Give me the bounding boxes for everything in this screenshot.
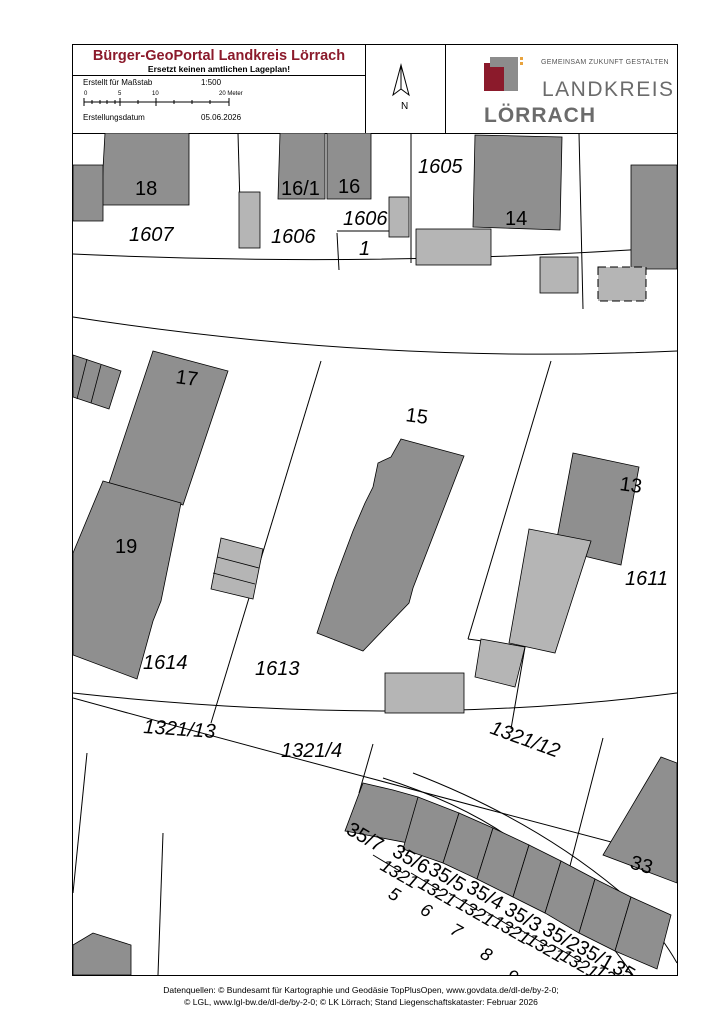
planned-building [597, 266, 647, 302]
logo-panel: GEMEINSAM ZUKUNFT GESTALTEN LANDKREIS LÖ… [446, 45, 677, 133]
shed-divider [90, 364, 102, 404]
fraction-line [448, 892, 480, 912]
landkreis-logo-icon [484, 57, 523, 91]
fraction-line [552, 944, 584, 964]
parcel-label: 1605 [418, 156, 463, 178]
house-number: 33 [628, 852, 655, 879]
scale-bar [83, 98, 230, 106]
date-value: 05.06.2026 [201, 113, 242, 122]
map-canvas: 1607 1606 1606 1 1605 1614 1613 1611 132… [73, 133, 677, 975]
divider [73, 75, 365, 76]
north-arrow-panel: N [365, 45, 446, 133]
north-arrow-icon [392, 63, 410, 97]
scale-value: 1:500 [201, 78, 222, 87]
scale-tick-0: 0 [84, 91, 88, 97]
shed-divider [216, 556, 260, 569]
footer-line-1: Datenquellen: © Bundesamt für Kartograph… [163, 985, 559, 995]
parcel-boundary [510, 646, 526, 730]
fraction-line [518, 928, 550, 948]
map-header: Bürger-GeoPortal Landkreis Lörrach Erset… [73, 45, 677, 134]
parcel-boundary [336, 232, 340, 271]
fraction-line [484, 910, 516, 930]
logo-line-1: LANDKREIS [542, 78, 675, 101]
fraction-line [410, 872, 442, 892]
date-label: Erstellungsdatum [83, 113, 145, 122]
parcel-label: 1611 [625, 568, 668, 590]
parcel-label: 1613 [255, 658, 300, 680]
parcel-boundary [467, 360, 552, 640]
building [602, 756, 677, 884]
shed-divider [212, 572, 256, 585]
house-number: 17 [174, 366, 199, 391]
shed [539, 256, 579, 294]
north-label: N [401, 101, 409, 112]
cadastral-map: 1607 1606 1606 1 1605 1614 1613 1611 132… [73, 133, 677, 975]
shed [384, 672, 465, 714]
shed [415, 228, 492, 266]
building [108, 350, 229, 506]
scale-tick-5: 5 [118, 91, 122, 97]
parcel-label: 1321/13 [143, 716, 217, 743]
building [73, 164, 104, 222]
logo-tagline: GEMEINSAM ZUKUNFT GESTALTEN [541, 59, 669, 66]
disclaimer: Ersetzt keinen amtlichen Lageplan! [147, 64, 291, 74]
house-number: 19 [115, 536, 137, 558]
house-number: 16 [338, 176, 360, 198]
parcel-label: 1 [359, 238, 370, 260]
data-sources-footer: Datenquellen: © Bundesamt für Kartograph… [0, 984, 722, 1008]
parcel-label: 5 [385, 883, 405, 906]
building [630, 164, 677, 270]
building [326, 133, 372, 200]
parcel-label: 1607 [129, 224, 174, 246]
shed [388, 196, 410, 238]
scale-tick-20: 20 Meter [219, 91, 243, 97]
portal-title: Bürger-GeoPortal Landkreis Lörrach [92, 48, 346, 64]
scale-tick-10: 10 [152, 91, 159, 97]
parcel-label: 1614 [143, 652, 188, 674]
parcel-label: 9 [503, 965, 522, 975]
street-edge [73, 246, 677, 261]
parcel-label: 1606 [343, 208, 388, 230]
building [73, 354, 122, 410]
parcel-label: 1321/4 [281, 740, 342, 762]
parcel-label: 1321/12 [487, 717, 562, 762]
building [73, 480, 182, 680]
shed [238, 191, 261, 249]
street-edge [73, 316, 677, 355]
shed [508, 528, 592, 654]
parcel-boundary [578, 133, 584, 310]
shed-divider [76, 358, 88, 400]
scale-label: Erstellt für Maßstab [83, 78, 153, 87]
house-number: 16/1 [281, 178, 320, 200]
building [472, 134, 563, 231]
fraction-line [372, 854, 404, 874]
house-number: 13 [618, 473, 643, 498]
parcel-label: 1606 [271, 226, 316, 248]
building [277, 133, 326, 200]
parcel-boundary [73, 752, 88, 894]
map-sheet: Bürger-GeoPortal Landkreis Lörrach Erset… [72, 44, 678, 976]
street-edge [73, 692, 677, 712]
building [73, 932, 132, 975]
footer-line-2: © LGL, www.lgl-bw.de/dl-de/by-2-0; © LK … [184, 997, 538, 1007]
shed [210, 537, 264, 600]
house-number: 15 [404, 404, 429, 429]
shed [474, 638, 526, 688]
parcel-label: 7 [447, 919, 467, 942]
parcel-label: 8 [477, 943, 496, 965]
building [614, 896, 672, 970]
logo-line-2: LÖRRACH [484, 104, 596, 127]
parcel-boundary [157, 832, 164, 975]
parcel-boundary [358, 743, 374, 794]
building [316, 438, 465, 652]
parcel-label: 6 [417, 899, 437, 922]
parcel-boundary [210, 360, 322, 724]
house-number: 14 [505, 208, 527, 230]
header-info-panel: Bürger-GeoPortal Landkreis Lörrach Erset… [73, 45, 366, 133]
street-edge [73, 697, 654, 854]
house-number: 18 [135, 178, 157, 200]
building [554, 452, 640, 566]
